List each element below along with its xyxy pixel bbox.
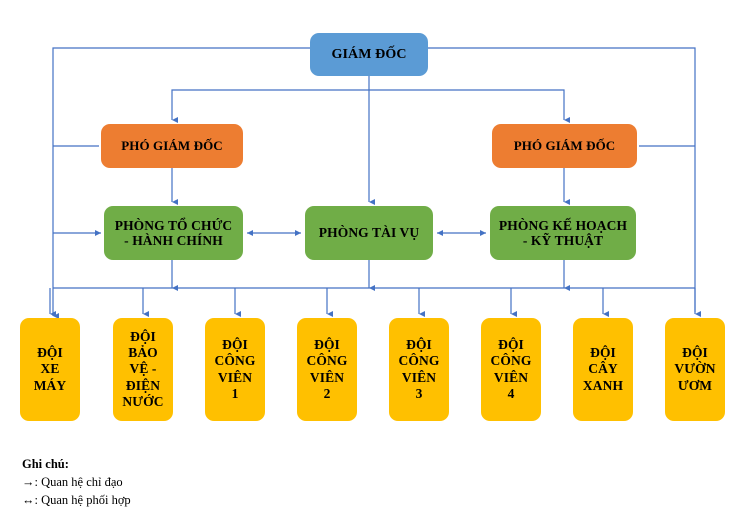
node-label: ĐỘI VƯỜN ƯƠM	[674, 345, 716, 393]
node-label: ĐỘI BẢO VỆ - ĐIỆN NƯỚC	[122, 329, 164, 409]
node-label: GIÁM ĐỐC	[331, 46, 407, 62]
node-doi-xe-may[interactable]: ĐỘI XE MÁY	[20, 318, 80, 421]
link-director-right-spine	[428, 47, 696, 312]
legend-row-chi-dao: →: Quan hệ chỉ đạo	[22, 475, 123, 490]
node-doi-cong-vien-4[interactable]: ĐỘI CÔNG VIÊN 4	[481, 318, 541, 421]
node-label: PHÓ GIÁM ĐỐC	[121, 137, 223, 153]
node-pho-giam-doc-phai[interactable]: PHÓ GIÁM ĐỐC	[492, 124, 637, 168]
node-label: ĐỘI CÔNG VIÊN 2	[306, 337, 348, 401]
node-doi-bao-ve-dien-nuoc[interactable]: ĐỘI BẢO VỆ - ĐIỆN NƯỚC	[113, 318, 173, 421]
node-label: ĐỘI XE MÁY	[33, 345, 67, 393]
node-label: PHÓ GIÁM ĐỐC	[513, 137, 616, 153]
link-director-left-spine	[52, 47, 310, 312]
node-label: PHÒNG TỔ CHỨC - HÀNH CHÍNH	[114, 217, 233, 248]
node-doi-vuon-uom[interactable]: ĐỘI VƯỜN ƯƠM	[665, 318, 725, 421]
node-label: ĐỘI CÔNG VIÊN 3	[398, 337, 440, 401]
node-doi-cay-xanh[interactable]: ĐỘI CÂY XANH	[573, 318, 633, 421]
node-doi-cong-vien-3[interactable]: ĐỘI CÔNG VIÊN 3	[389, 318, 449, 421]
node-label: PHÒNG KẾ HOẠCH - KỸ THUẬT	[498, 217, 628, 248]
node-label: ĐỘI CÔNG VIÊN 1	[214, 337, 256, 401]
node-phong-to-chuc-hanh-chinh[interactable]: PHÒNG TỔ CHỨC - HÀNH CHÍNH	[104, 206, 243, 260]
node-phong-ke-hoach-ky-thuat[interactable]: PHÒNG KẾ HOẠCH - KỸ THUẬT	[490, 206, 636, 260]
link-director-to-deputy-left	[171, 76, 370, 123]
node-label: ĐỘI CÔNG VIÊN 4	[490, 337, 532, 401]
legend: Ghi chú: →: Quan hệ chỉ đạo ↔: Quan hệ p…	[22, 455, 131, 509]
node-doi-cong-vien-2[interactable]: ĐỘI CÔNG VIÊN 2	[297, 318, 357, 421]
legend-row-phoi-hop: ↔: Quan hệ phối hợp	[22, 493, 131, 508]
node-doi-cong-vien-1[interactable]: ĐỘI CÔNG VIÊN 1	[205, 318, 265, 421]
node-pho-giam-doc-trai[interactable]: PHÓ GIÁM ĐỐC	[101, 124, 243, 168]
node-phong-tai-vu[interactable]: PHÒNG TÀI VỤ	[305, 206, 433, 260]
node-label: ĐỘI CÂY XANH	[582, 345, 624, 393]
node-label: PHÒNG TÀI VỤ	[318, 225, 420, 241]
link-director-to-deputy-right	[369, 89, 570, 123]
legend-title: Ghi chú:	[22, 457, 69, 471]
node-giam-doc[interactable]: GIÁM ĐỐC	[310, 33, 428, 76]
